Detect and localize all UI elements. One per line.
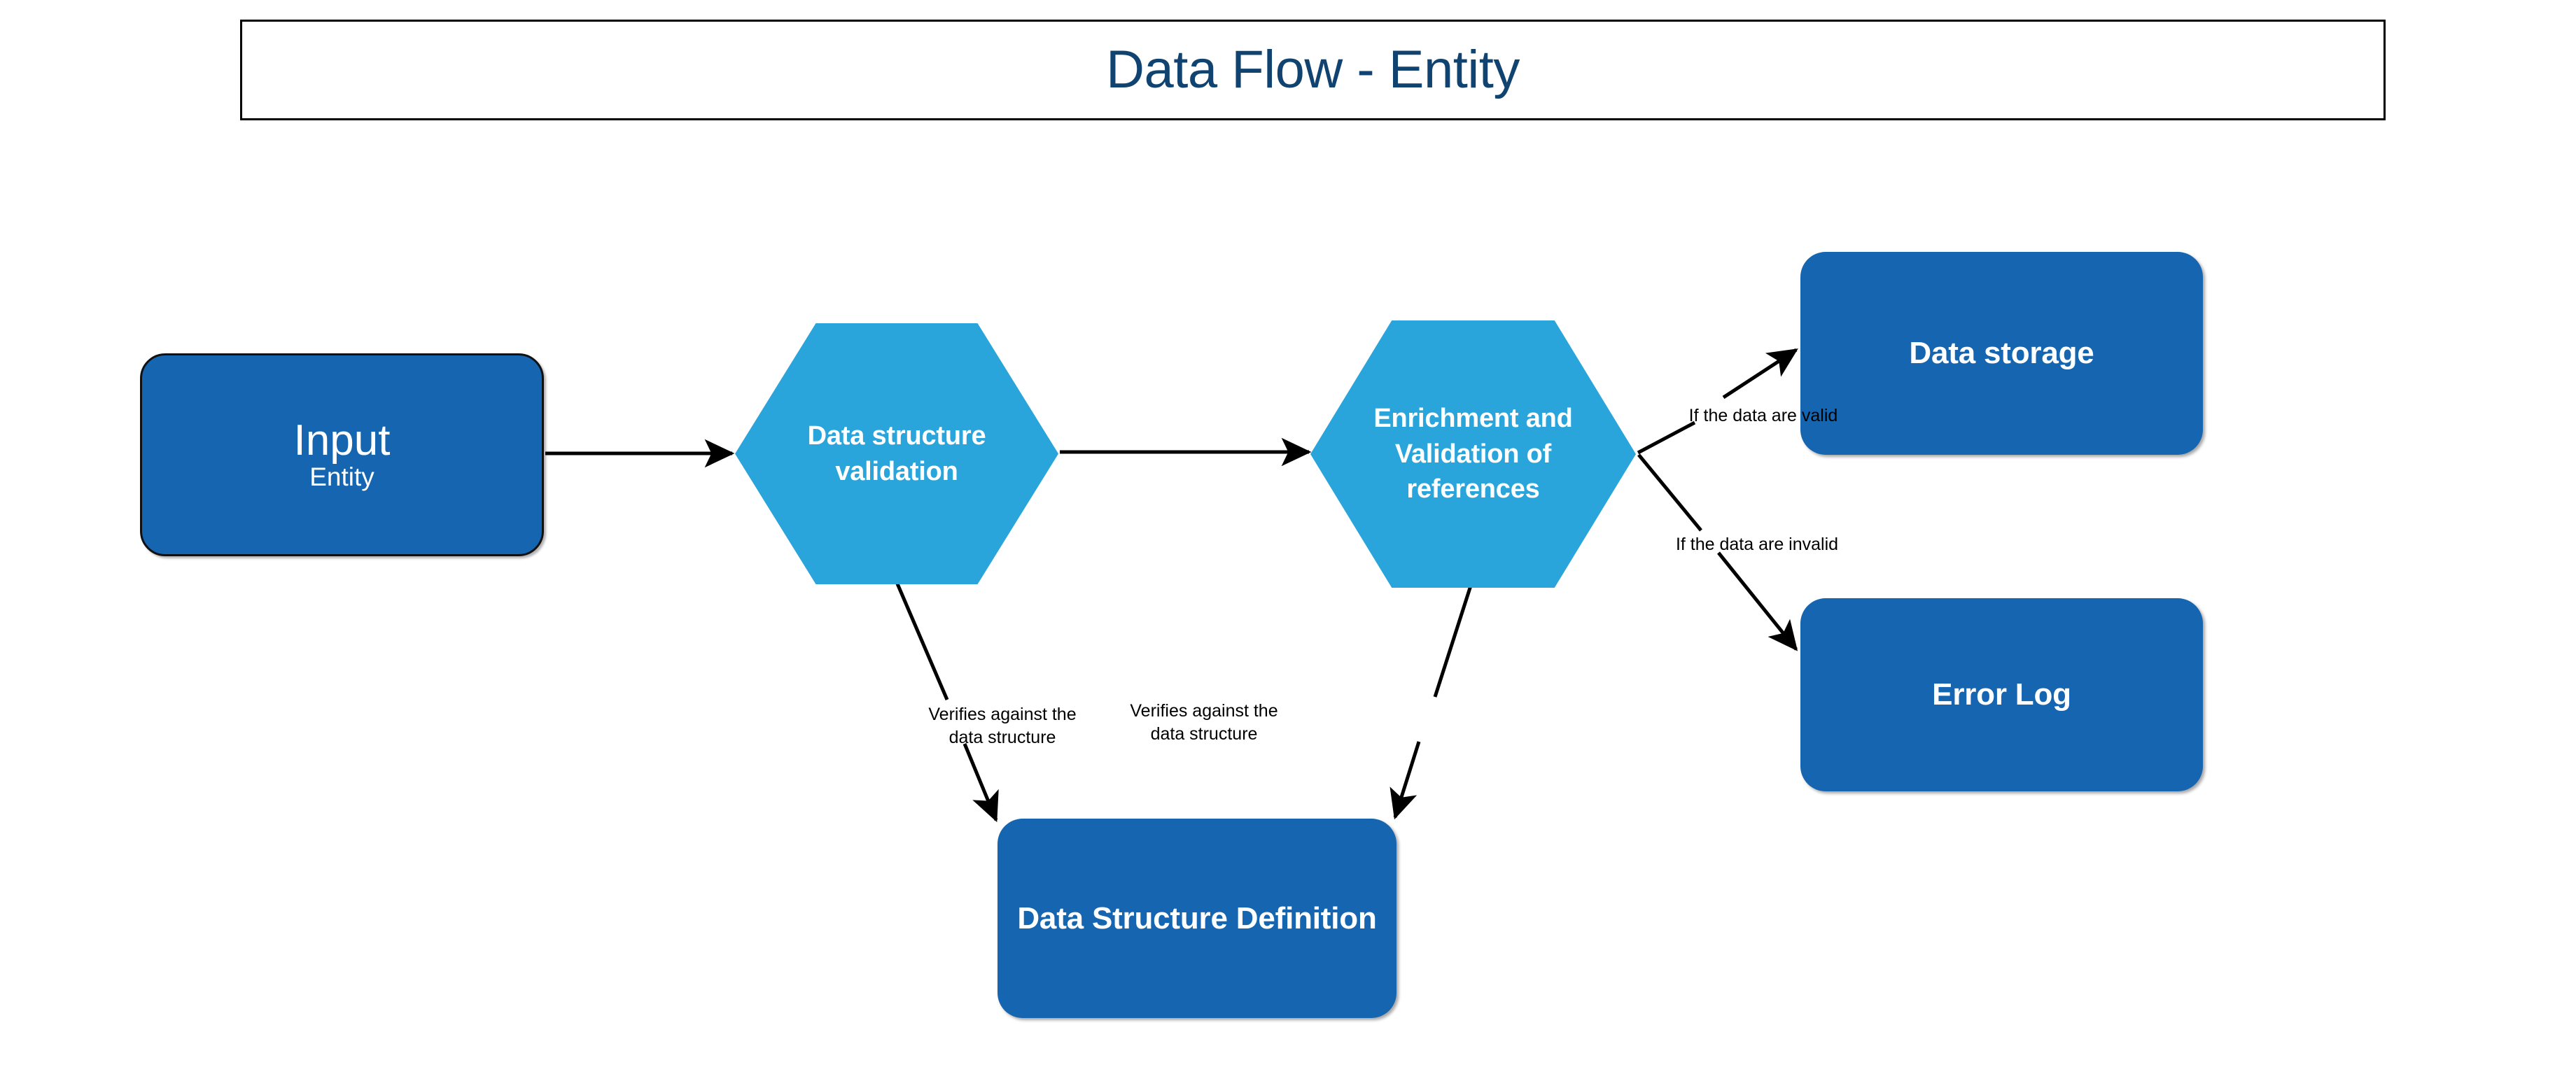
node-error-log-label: Error Log xyxy=(1932,677,2071,712)
node-data-storage[interactable]: Data storage xyxy=(1800,252,2203,455)
node-data-storage-label: Data storage xyxy=(1909,336,2094,371)
node-input-primary-label: Input xyxy=(293,416,391,465)
hexagon-shape xyxy=(1310,320,1636,588)
node-data-structure-definition[interactable]: Data Structure Definition xyxy=(997,819,1396,1018)
edge-label-if-data-valid: If the data are valid xyxy=(1688,406,1838,425)
node-input-secondary-label: Entity xyxy=(309,462,374,492)
node-data-structure-validation[interactable]: Data structure validation xyxy=(735,323,1058,584)
edge-label-if-data-invalid: If the data are invalid xyxy=(1675,535,1839,554)
edge-enrichment-to-dsd xyxy=(1390,583,1474,820)
edge-label-verifies-against-data-structure-2: Verifies against the data structure xyxy=(1130,701,1278,744)
node-input[interactable]: Input Entity xyxy=(140,353,544,556)
hexagon-shape xyxy=(735,323,1058,584)
node-data-structure-validation-label: Data structure validation xyxy=(807,421,986,486)
edge-enrichment-to-data-storage xyxy=(1637,348,1798,455)
edge-label-verifies-against-data-structure-1: Verifies against the data structure xyxy=(928,705,1077,747)
title-banner: Data Flow - Entity xyxy=(240,20,2386,120)
edge-validation-to-dsd xyxy=(895,581,999,823)
node-data-structure-definition-label: Data Structure Definition xyxy=(1017,900,1377,935)
node-error-log[interactable]: Error Log xyxy=(1800,598,2203,791)
page-title: Data Flow - Entity xyxy=(1106,40,1520,99)
node-enrichment-and-validation[interactable]: Enrichment and Validation of references xyxy=(1310,320,1636,588)
node-enrichment-and-validation-label: Enrichment and Validation of references xyxy=(1373,403,1573,504)
